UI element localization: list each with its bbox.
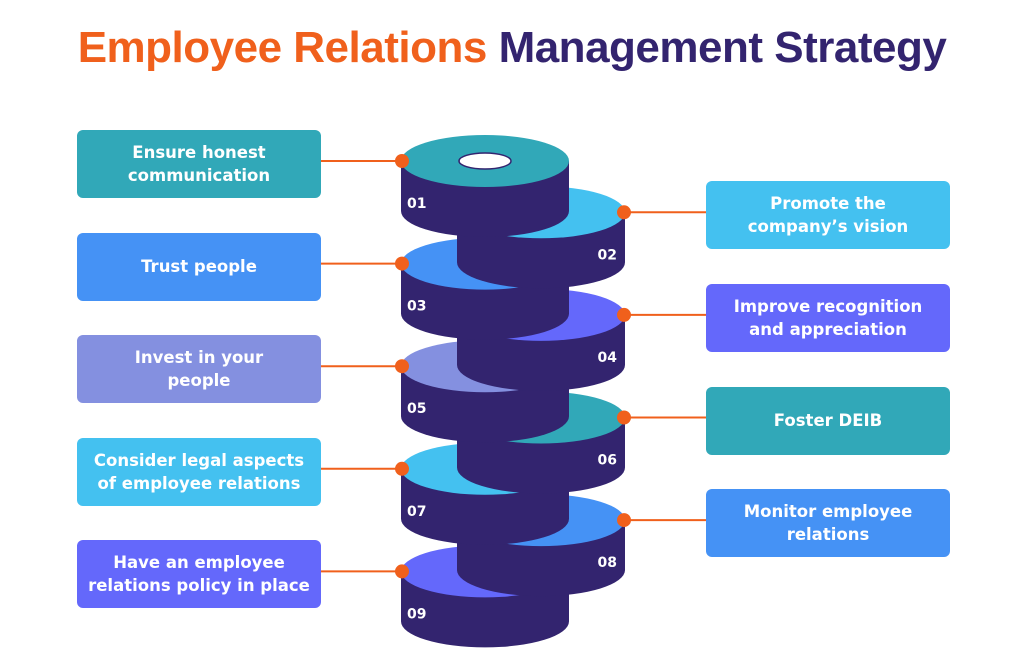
page-title: Employee Relations Management Strategy <box>0 22 1024 74</box>
step-label: Ensure honest communication <box>127 143 271 185</box>
step-number: 08 <box>598 555 617 571</box>
connector-dot <box>395 564 409 579</box>
connector-dot <box>617 307 631 322</box>
step-number: 02 <box>598 247 617 263</box>
disk-hole <box>458 152 512 170</box>
connector-dot <box>395 359 409 374</box>
step-label: Consider legal aspects of employee relat… <box>93 450 305 493</box>
connector-dot <box>617 205 631 220</box>
step-label: Improve recognition and appreciation <box>733 296 923 339</box>
step-label: Foster DEIB <box>773 411 883 430</box>
connector-dot <box>395 154 409 168</box>
title-highlight: Employee Relations <box>77 23 488 72</box>
step-box-02: Promote the company’s vision <box>706 181 950 250</box>
step-number: 06 <box>598 453 617 469</box>
step-box-03: Trust people <box>77 232 321 301</box>
connector-dot <box>617 513 631 528</box>
step-box-08: Monitor employee relations <box>706 489 950 558</box>
step-number: 01 <box>407 196 426 212</box>
disk-01: 01 <box>401 135 569 237</box>
step-box-04: Improve recognition and appreciation <box>706 283 950 352</box>
step-number: 07 <box>407 504 426 520</box>
step-label: Have an employee relations policy in pla… <box>88 553 310 596</box>
step-box-05: Invest in your people <box>77 335 321 404</box>
step-number: 04 <box>598 350 618 366</box>
connector-dot <box>617 410 631 425</box>
step-number: 03 <box>407 299 426 315</box>
step-label: Trust people <box>141 257 257 277</box>
step-label: Promote the company’s vision <box>747 194 909 237</box>
step-box-01: Ensure honest communication <box>77 130 321 198</box>
step-number: 09 <box>407 606 426 622</box>
step-box-09: Have an employee relations policy in pla… <box>77 540 321 609</box>
step-number: 05 <box>407 401 426 417</box>
title-rest: Management Strategy <box>498 23 947 72</box>
step-box-07: Consider legal aspects of employee relat… <box>77 437 321 506</box>
step-label: Invest in your people <box>134 348 264 391</box>
step-box-06: Foster DEIB <box>706 386 950 455</box>
connector-dot <box>395 256 409 271</box>
step-label: Monitor employee relations <box>743 502 913 545</box>
connector-dot <box>395 461 409 476</box>
